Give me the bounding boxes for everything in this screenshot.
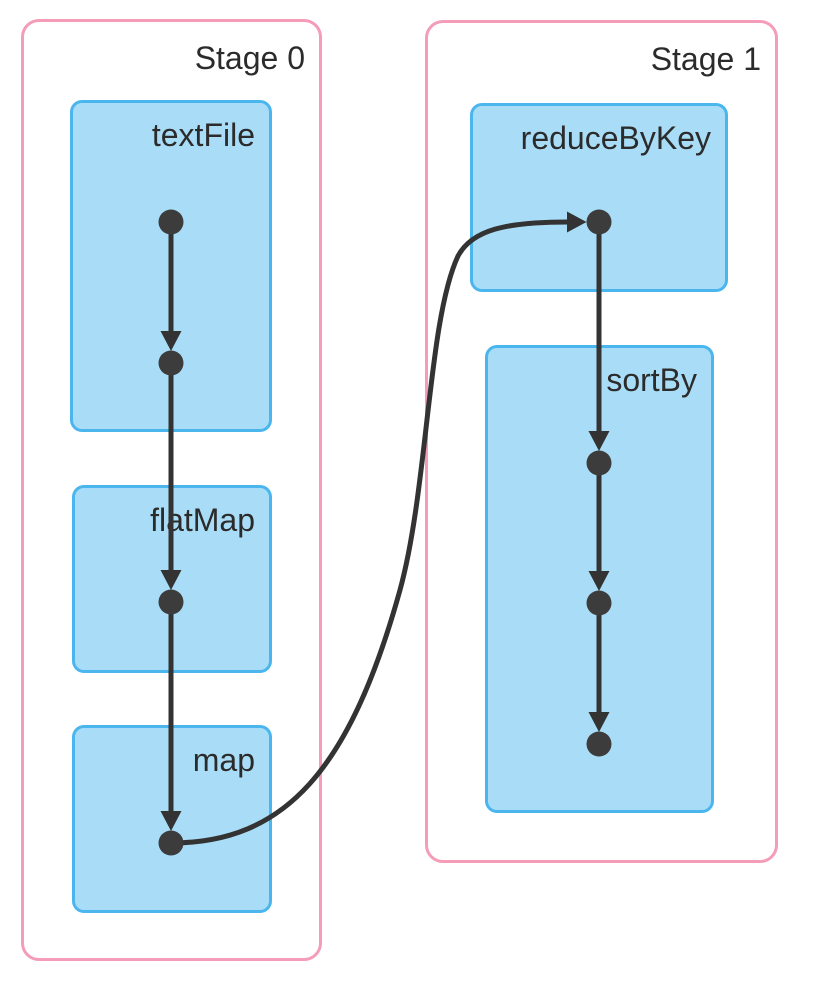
op-box-textfile: textFile <box>70 100 272 432</box>
op-label-textfile: textFile <box>151 117 255 153</box>
op-label-flatmap: flatMap <box>150 502 255 538</box>
stage-1-label: Stage 1 <box>650 41 761 77</box>
op-label-sortby: sortBy <box>606 362 697 398</box>
op-label-reducebykey: reduceByKey <box>520 120 711 156</box>
op-box-reducebykey: reduceByKey <box>470 103 728 292</box>
op-box-map: map <box>72 725 272 913</box>
stage-0-label: Stage 0 <box>194 40 305 76</box>
stage-0-container: Stage 0 textFile flatMap map <box>21 19 322 961</box>
op-label-map: map <box>192 742 255 778</box>
op-box-flatmap: flatMap <box>72 485 272 673</box>
stage-1-container: Stage 1 reduceByKey sortBy <box>425 20 778 863</box>
op-box-sortby: sortBy <box>485 345 714 813</box>
